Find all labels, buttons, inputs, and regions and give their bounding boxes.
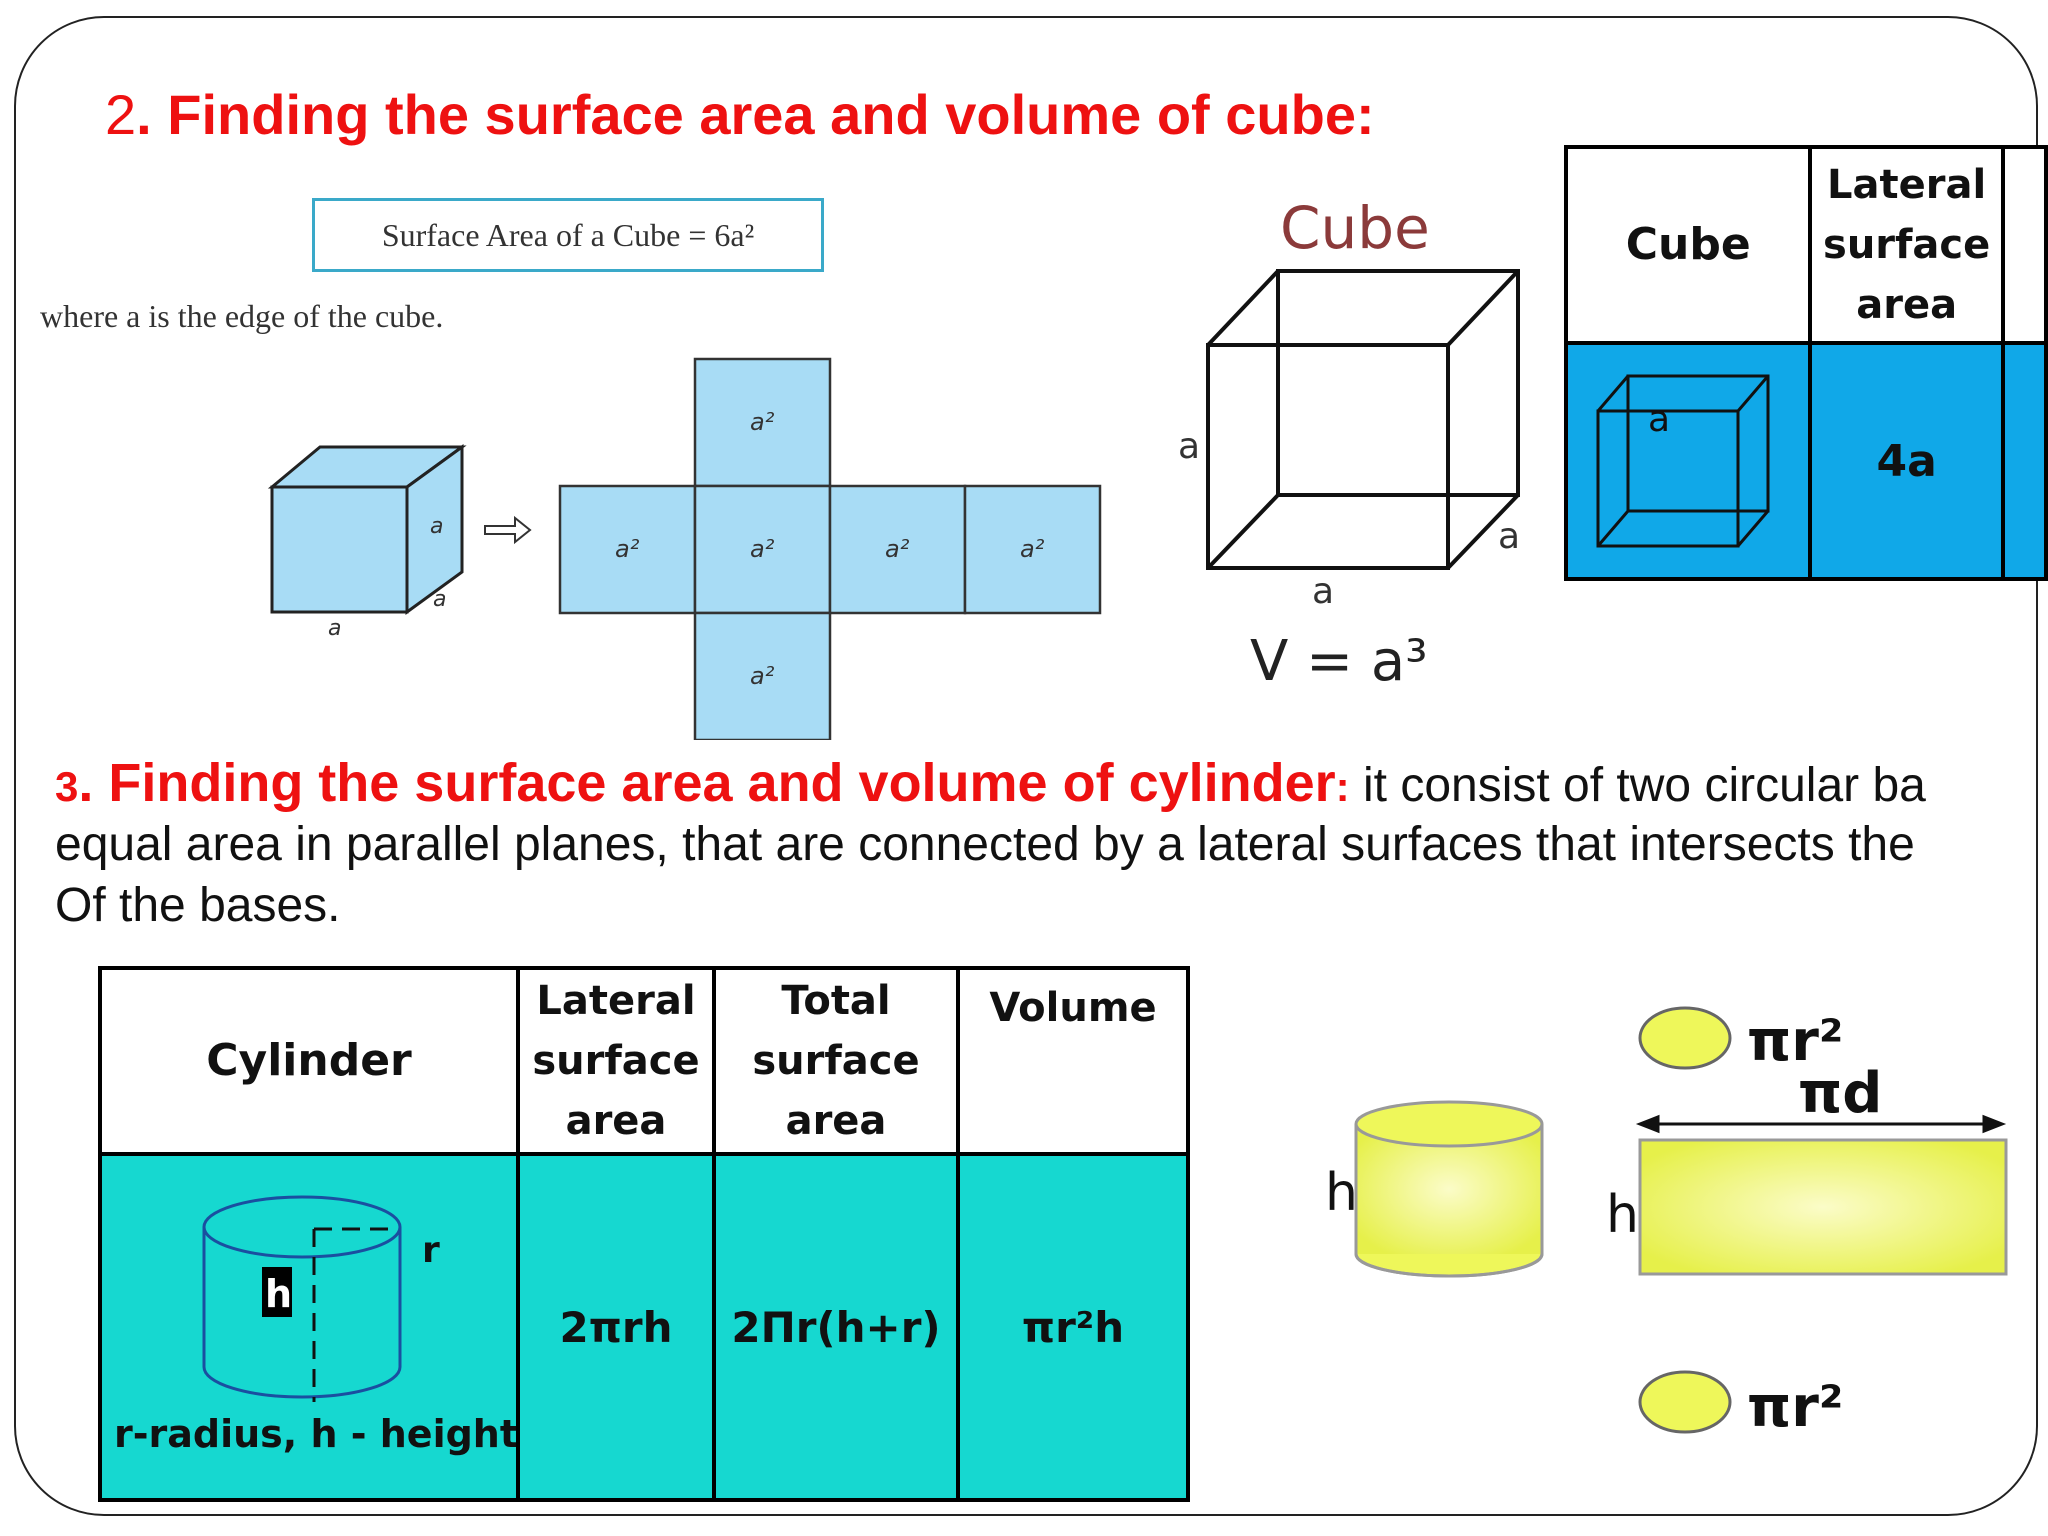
- cylinder-description-2: equal area in parallel planes, that are …: [55, 818, 1915, 871]
- surface-area-formula-box: Surface Area of a Cube = 6a²: [312, 198, 824, 272]
- light-blue-cube: [267, 444, 467, 615]
- right-arrow-icon: [484, 515, 532, 545]
- cylinder-table: Cylinder Lateral surface area Total surf…: [98, 966, 1190, 1502]
- net-face-label: a²: [885, 535, 910, 563]
- cylinder-table-header: Cylinder: [98, 966, 520, 1156]
- cylinder-caption: r-radius, h - height: [114, 1412, 516, 1456]
- cylinder-lateral-value: 2πrh: [516, 1152, 716, 1502]
- cylinder-description-3: Of the bases.: [55, 879, 341, 932]
- where-text: where a is the edge of the cube.: [40, 298, 444, 334]
- top-base-area: πr²: [1747, 1009, 1843, 1074]
- cube-bottom-label: a: [328, 616, 341, 641]
- width-arrow-icon: [1635, 1114, 2007, 1134]
- cube-depth-label: a: [433, 587, 446, 612]
- cylinder-total-value: 2Πr(h+r): [712, 1152, 960, 1502]
- wireframe-cube: [1206, 269, 1520, 570]
- cube-table-clip: Cube Lateral surface area a 4: [1562, 143, 2048, 583]
- cylinder-section-colon: :: [1335, 763, 1350, 810]
- width-label: πd: [1798, 1061, 1882, 1126]
- cylinder-section-title: . Finding the surface area and volume of…: [78, 753, 1336, 813]
- yellow-cylinder: [1354, 1100, 1544, 1278]
- cylinder-radius-label: r: [422, 1230, 440, 1271]
- cylinder-section-line1: 3. Finding the surface area and volume o…: [55, 752, 1926, 817]
- cube-net: [558, 357, 1102, 740]
- cylinder-diagram-cell: h r r-radius, h - height: [98, 1152, 520, 1502]
- cube-table-cube-cell: a: [1563, 341, 1813, 581]
- cube-side-label: a: [430, 514, 443, 539]
- net-face-label: a²: [750, 408, 775, 436]
- cube-diagram-title: Cube: [1280, 194, 1430, 262]
- cube-lateral-value: 4a: [1808, 341, 2005, 581]
- cylinder-net-diagram: h πr² πd h πr²: [1325, 1006, 2008, 1440]
- cube-table-header: Lateral surface area: [1808, 145, 2005, 345]
- cylinder-table-header: Volume: [956, 966, 1190, 1156]
- net-face-label: a²: [1020, 535, 1045, 563]
- cube-table-header: Cube: [1563, 145, 1813, 345]
- cylinder-table-header: Lateral surface area: [516, 966, 716, 1156]
- bottom-base-circle: [1638, 1370, 1732, 1434]
- slide-frame: [14, 16, 2038, 1516]
- cylinder-section-number: 3: [55, 763, 79, 810]
- volume-formula: V = a³: [1250, 629, 1428, 694]
- cube-height-label: a: [1178, 426, 1200, 467]
- solid-height-label: h: [1325, 1163, 1358, 1223]
- cylinder-height-label: h: [265, 1272, 292, 1316]
- cube-section-number: 2: [105, 83, 137, 146]
- blue-cube-icon: a: [1596, 374, 1770, 547]
- cube-edge-label: a: [1648, 399, 1670, 440]
- bottom-base-area: πr²: [1747, 1375, 1843, 1440]
- wireframe-cube-diagram: Cube a a a V = a³: [1178, 194, 1520, 694]
- net-face-label: a²: [750, 662, 775, 690]
- cube-section-title: . Finding the surface area and volume of…: [136, 83, 1375, 146]
- surface-area-formula: Surface Area of a Cube = 6a²: [381, 216, 755, 253]
- net-face-label: a²: [615, 535, 640, 563]
- cylinder-table-header: Total surface area: [712, 966, 960, 1156]
- cube-width-label: a: [1312, 571, 1334, 612]
- cube-section-heading: 2. Finding the surface area and volume o…: [105, 82, 1375, 147]
- cube-depth-label: a: [1498, 516, 1520, 557]
- cylinder-description-1: it consist of two circular ba: [1349, 759, 1926, 812]
- top-base-circle: [1638, 1006, 1732, 1070]
- net-face-label: a²: [750, 535, 775, 563]
- cylinder-icon: h r r-radius, h - height: [114, 1195, 516, 1456]
- net-height-label: h: [1606, 1185, 1639, 1245]
- lateral-rectangle: [1638, 1138, 2008, 1276]
- cube-net-diagram: a a a a² a² a² a² a² a²: [267, 357, 1102, 740]
- cylinder-volume-value: πr²h: [956, 1152, 1190, 1502]
- cube-table: Cube Lateral surface area a 4: [1563, 145, 2048, 581]
